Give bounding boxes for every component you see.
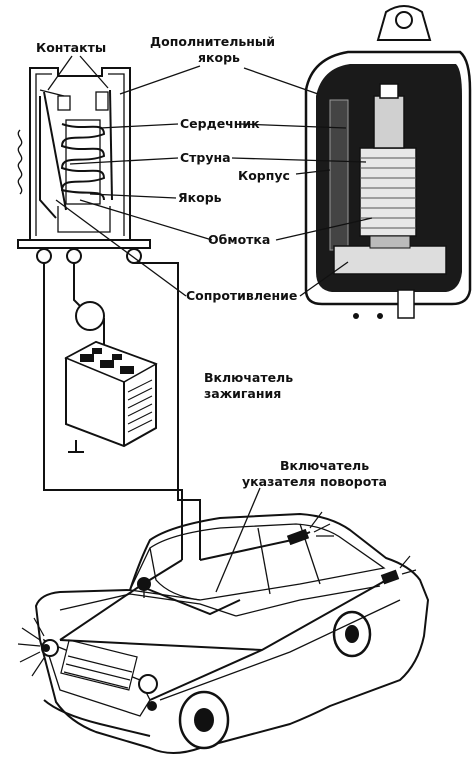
turn-lamp-front-left [17,617,50,677]
label-string: Струна [180,150,231,165]
wiring [43,262,261,593]
coil-stripes [360,157,416,229]
label-ignition-switch-line1: Включатель [204,370,293,385]
label-housing: Корпус [238,168,290,183]
turn-lamp-rear-right [286,511,334,546]
leader-lines [47,55,373,297]
battery [64,340,158,448]
car-grille [60,639,138,691]
label-extra-armature-line1: Дополнительный [150,34,275,49]
label-extra-armature-line2: якорь [198,50,240,65]
label-armature: Якорь [178,190,222,205]
resistance-spiral [17,129,23,195]
label-winding: Обмотка [208,232,270,247]
turn-lamp-side [137,577,151,598]
relay-schematic [17,67,151,264]
label-resistance: Сопротивление [186,288,297,303]
label-turn-switch-line1: Включатель [280,458,369,473]
turn-lamp-rear-side [380,555,417,585]
label-core: Сердечник [180,116,260,131]
label-ignition-switch-line2: зажигания [204,386,281,401]
label-turn-switch-line2: указателя поворота [242,474,387,489]
car [34,512,430,754]
relay-cutaway [304,5,472,319]
label-contacts: Контакты [36,40,106,55]
labels: Контакты Дополнительный якорь Сердечник … [36,34,387,489]
turn-lamp-front-right [147,701,157,711]
ignition-switch-symbol [75,301,105,331]
